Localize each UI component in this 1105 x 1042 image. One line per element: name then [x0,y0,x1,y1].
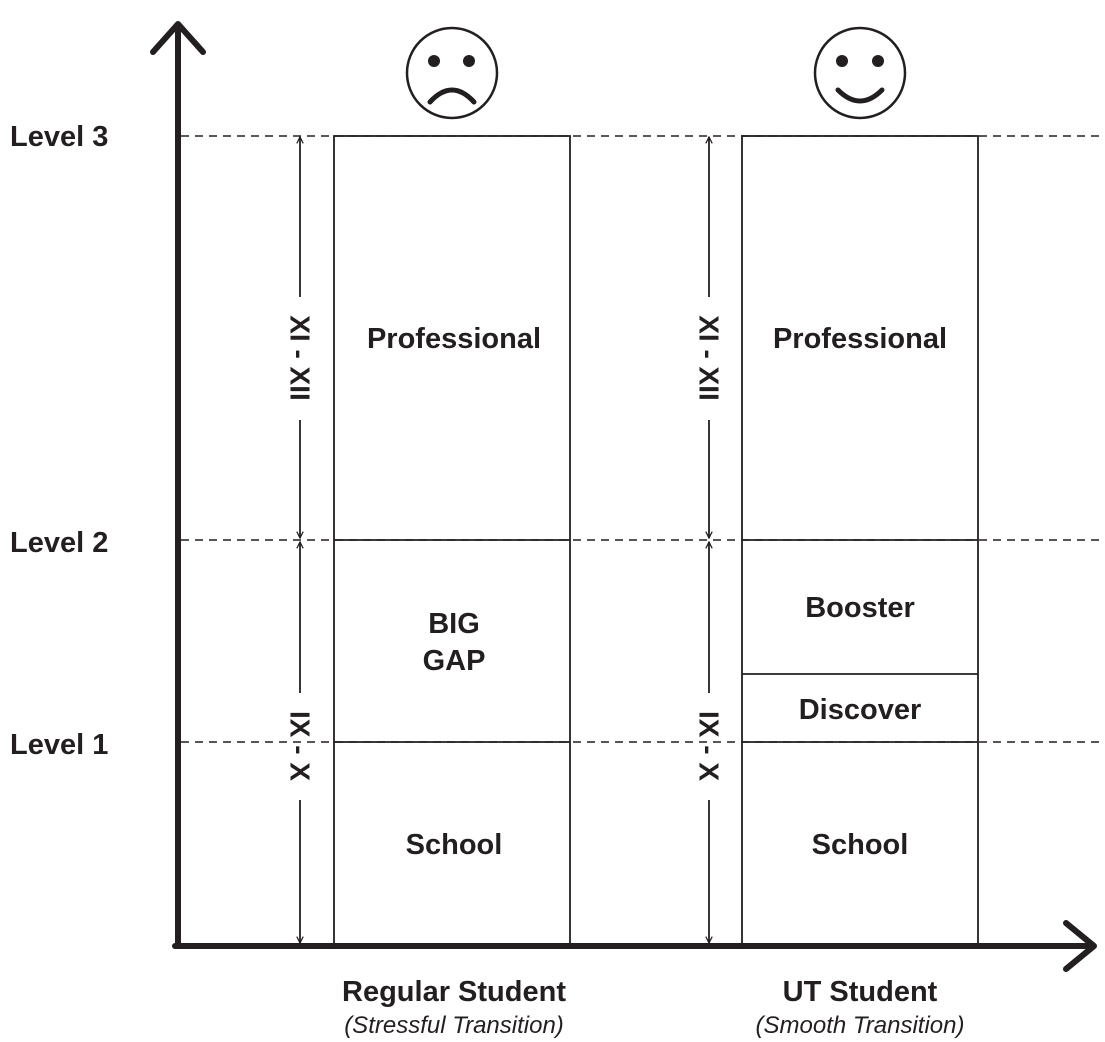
ut-discover-block: Discover [799,694,922,726]
ut-student-column: Professional Booster Discover School [741,135,979,945]
regular-student-column: Professional BIG GAP School [333,135,571,945]
axes [150,21,1097,972]
ut-professional-block: Professional [773,323,947,355]
x-axis-arrowhead [1063,920,1097,972]
level-3-label: Level 3 [10,121,108,153]
regular-professional-block: Professional [367,323,541,355]
level-gridlines [181,135,1105,743]
ut-span-upper-label: XI - XII [694,315,725,401]
regular-school-block: School [406,829,503,861]
ut-student-subtitle: (Smooth Transition) [756,1012,965,1039]
regular-span-lower-label: IX - X [285,711,316,781]
smile-face-icon [813,26,907,120]
regular-span-upper-label: XI - XII [285,315,316,401]
level-1-label: Level 1 [10,729,108,761]
regular-big-gap-line1: BIG [428,608,480,640]
level-2-label: Level 2 [10,527,108,559]
ut-student-title: UT Student [783,976,938,1008]
regular-big-gap-line2: GAP [423,645,486,677]
regular-student-title: Regular Student [342,976,566,1008]
y-axis-arrowhead [150,21,206,55]
regular-student-subtitle: (Stressful Transition) [344,1012,564,1039]
ut-booster-block: Booster [805,592,915,624]
ut-school-block: School [812,829,909,861]
ut-span-lower-label: IX - X [694,711,725,781]
sad-face-icon [405,26,499,120]
